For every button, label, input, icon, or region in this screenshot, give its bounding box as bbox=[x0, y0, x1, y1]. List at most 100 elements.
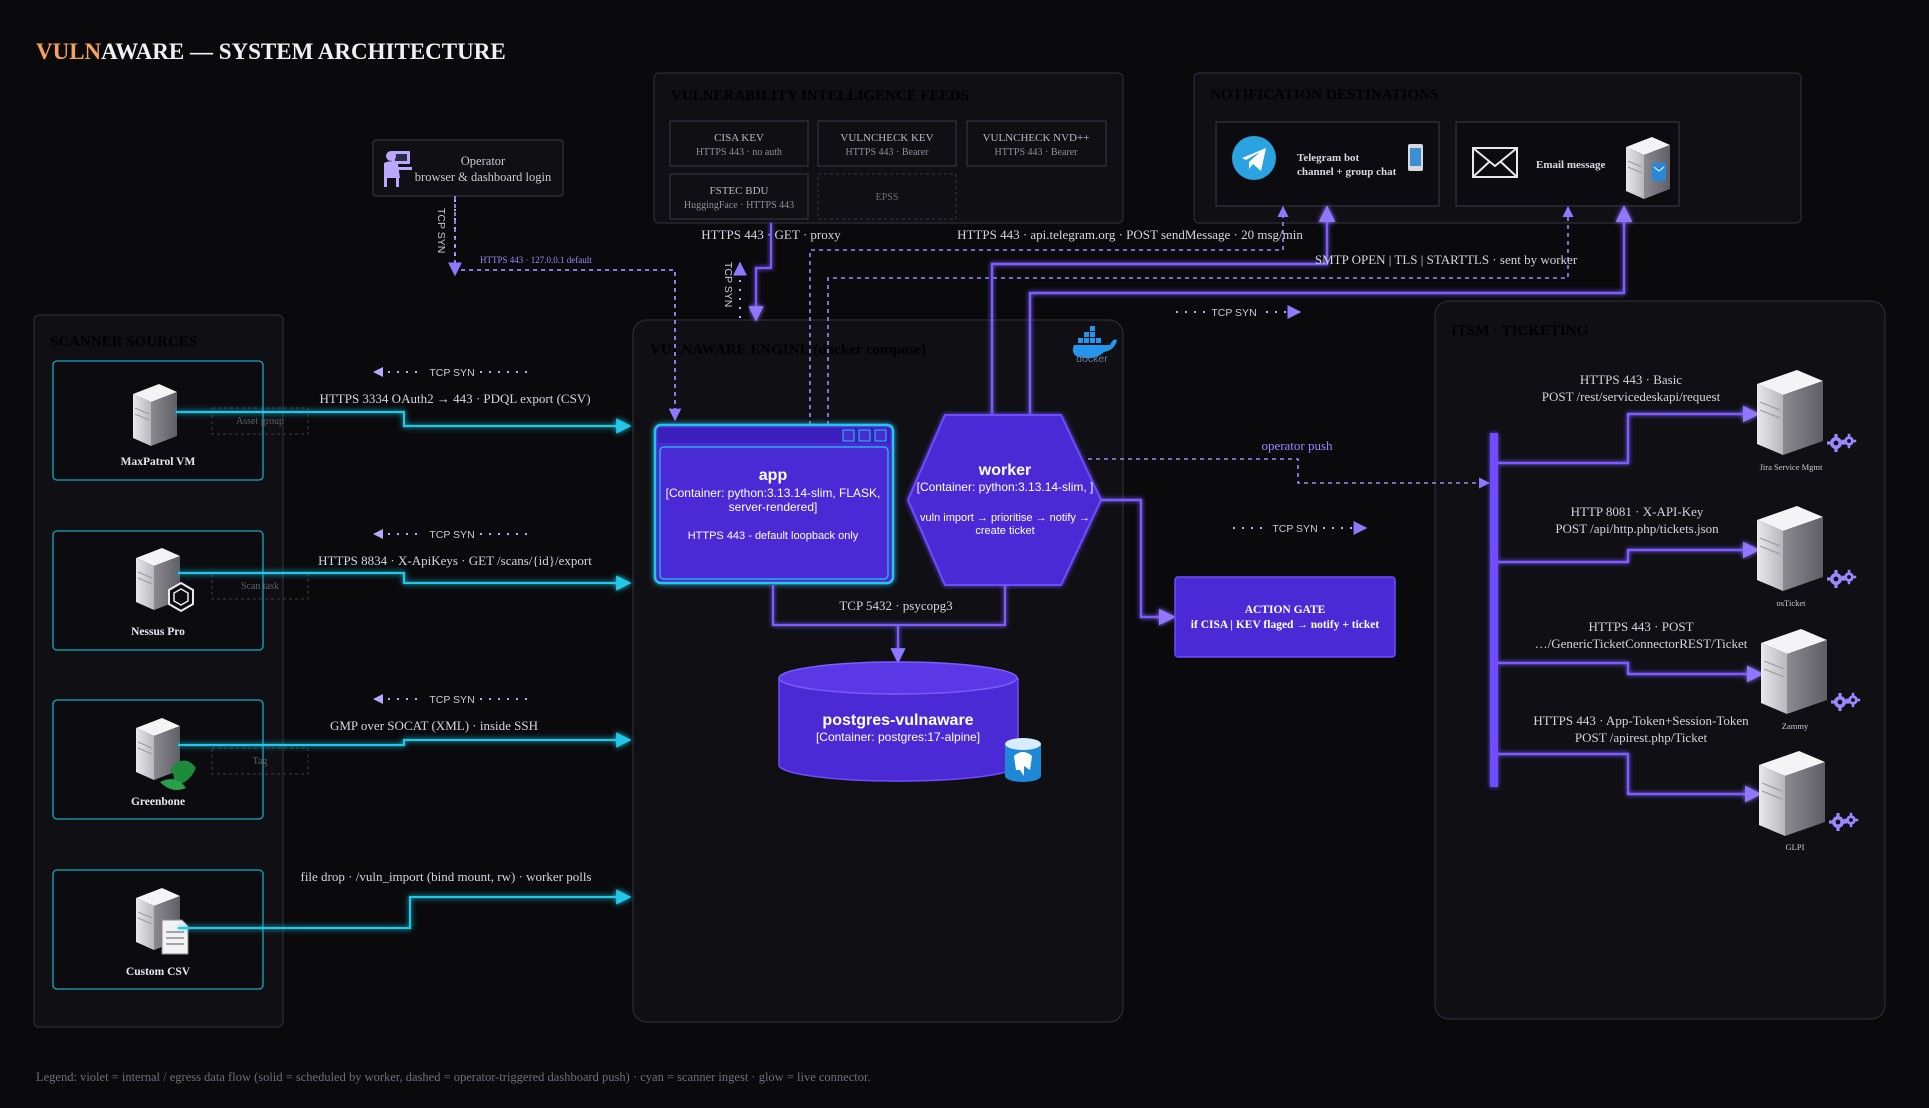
envelope-icon bbox=[1472, 147, 1518, 178]
tcp-syn-label: TCP SYN bbox=[429, 367, 474, 379]
scanner-custom-csv: Custom CSV bbox=[52, 869, 264, 990]
docker-icon: docker bbox=[1072, 326, 1117, 365]
svg-text:Scan task: Scan task bbox=[241, 581, 279, 592]
svg-text:POST /apirest.php/Ticket: POST /apirest.php/Ticket bbox=[1575, 730, 1708, 745]
ingest-label-nessus: HTTPS 8834 · X-ApiKeys · GET /scans/{id}… bbox=[318, 553, 592, 568]
action-gate: ACTION GATE if CISA | KEV flaged → notif… bbox=[1174, 576, 1396, 658]
telegram-link-label: HTTPS 443 · api.telegram.org · POST send… bbox=[957, 227, 1303, 242]
svg-text:HTTPS 443 · POST: HTTPS 443 · POST bbox=[1588, 619, 1693, 634]
itsm-glpi: GLPI bbox=[1758, 750, 1859, 852]
legend: Legend: violet = internal / egress data … bbox=[36, 1070, 871, 1084]
page-title: VULNAWARE — SYSTEM ARCHITECTURE bbox=[36, 39, 506, 64]
svg-text:Greenbone: Greenbone bbox=[131, 796, 185, 808]
svg-text:FSTEC BDU: FSTEC BDU bbox=[710, 185, 769, 197]
phone-icon bbox=[1408, 144, 1423, 171]
operator-node: Operator browser & dashboard login bbox=[372, 139, 564, 197]
email-destination: Email message bbox=[1455, 121, 1680, 207]
feeds-panel bbox=[653, 72, 1124, 224]
telegram-destination: Telegram bot channel + group chat bbox=[1215, 121, 1440, 207]
svg-text:MaxPatrol VM: MaxPatrol VM bbox=[121, 456, 196, 468]
itsm-line-zammy bbox=[1498, 661, 1764, 683]
greenbone-icon bbox=[160, 760, 196, 790]
app-telegram-dashed bbox=[809, 205, 1289, 425]
ingest-label-csv: file drop · /vuln_import (bind mount, rw… bbox=[300, 869, 591, 884]
ingest-label-maxpatrol: HTTPS 3334 OAuth2 → 443 · PDQL export (C… bbox=[319, 391, 590, 406]
operator-link-label: HTTPS 443 · 127.0.0.1 default bbox=[480, 255, 592, 265]
worker-telegram-line bbox=[990, 205, 1336, 415]
document-icon bbox=[161, 919, 189, 955]
notifications-title: NOTIFICATION DESTINATIONS bbox=[1210, 87, 1438, 103]
db-name: postgres-vulnaware bbox=[822, 712, 973, 729]
svg-text:HTTPS 443 · Bearer: HTTPS 443 · Bearer bbox=[994, 147, 1078, 158]
svg-text:GLPI: GLPI bbox=[1786, 842, 1805, 852]
nessus-icon bbox=[168, 581, 194, 613]
smtp-link-label: SMTP OPEN | TLS | STARTTLS · sent by wor… bbox=[1315, 252, 1578, 267]
operator-push-label: operator push bbox=[1261, 438, 1333, 453]
feed-vulncheck-kev: VULNCHECK KEV HTTPS 443 · Bearer bbox=[817, 120, 957, 167]
svg-text:…/GenericTicketConnectorREST/T: …/GenericTicketConnectorREST/Ticket bbox=[1535, 636, 1748, 651]
svg-text:channel + group chat: channel + group chat bbox=[1297, 166, 1397, 178]
worker-name: worker bbox=[978, 462, 1031, 479]
svg-text:if CISA | KEV flaged → notify: if CISA | KEV flaged → notify + ticket bbox=[1191, 619, 1380, 631]
feeds-title: VULNERABILITY INTELLIGENCE FEEDS bbox=[671, 88, 969, 104]
scanner-maxpatrol: MaxPatrol VM bbox=[52, 360, 264, 481]
worker-gate-line bbox=[1101, 498, 1176, 626]
svg-text:Tag: Tag bbox=[253, 756, 268, 767]
itsm-osticket: osTicket bbox=[1756, 505, 1857, 608]
app-note: HTTPS 443 - default loopback only bbox=[688, 530, 859, 542]
ingest-line-nessus bbox=[178, 571, 632, 591]
operator-push-line bbox=[1088, 458, 1491, 489]
svg-text:Email message: Email message bbox=[1536, 159, 1605, 171]
db-link-label: TCP 5432 · psycopg3 bbox=[839, 598, 952, 613]
feed-cisa-kev: CISA KEV HTTPS 443 · no auth bbox=[669, 120, 809, 167]
feeds-link-label: HTTPS 443 · GET · proxy bbox=[701, 227, 841, 242]
engine-title: VULNAWARE ENGINE (docker compose) bbox=[650, 342, 926, 358]
itsm-panel bbox=[1434, 300, 1886, 1020]
svg-text:Operator: Operator bbox=[461, 154, 506, 168]
operator-icon bbox=[384, 151, 412, 187]
scanner-tag: Tag bbox=[211, 747, 309, 775]
tcp-syn-label: TCP SYN bbox=[429, 694, 474, 706]
svg-text:HTTPS 443 · Basic: HTTPS 443 · Basic bbox=[1580, 372, 1682, 387]
itsm-bus bbox=[1490, 433, 1498, 787]
app-name: app bbox=[759, 467, 788, 484]
svg-text:CISA KEV: CISA KEV bbox=[714, 132, 764, 144]
svg-text:ACTION GATE: ACTION GATE bbox=[1245, 604, 1326, 616]
ingest-line-maxpatrol bbox=[176, 410, 632, 434]
postgres-icon bbox=[1005, 738, 1041, 782]
itsm-title: ITSM · TICKETING bbox=[1451, 323, 1589, 339]
server-icon bbox=[132, 383, 178, 447]
worker-email-line bbox=[1028, 205, 1633, 415]
svg-text:create ticket: create ticket bbox=[975, 525, 1034, 537]
itsm-jira: Jira Service Mgmt bbox=[1756, 369, 1857, 472]
scanners-panel bbox=[33, 314, 284, 1028]
svg-text:Telegram bot: Telegram bot bbox=[1297, 152, 1360, 164]
svg-text:Asset group: Asset group bbox=[236, 416, 284, 427]
app-container-line: [Container: python:3.13.14-slim, FLASK, bbox=[666, 486, 881, 500]
svg-text:EPSS: EPSS bbox=[876, 192, 899, 203]
scanner-greenbone: Greenbone bbox=[52, 699, 264, 820]
svg-text:POST /api/http.php/tickets.jso: POST /api/http.php/tickets.json bbox=[1555, 521, 1719, 536]
svg-text:docker: docker bbox=[1076, 353, 1108, 365]
server-icon bbox=[1756, 369, 1824, 456]
engine-tcp-label: TCP SYN bbox=[1211, 307, 1256, 319]
svg-text:Custom CSV: Custom CSV bbox=[126, 966, 191, 978]
server-icon bbox=[1758, 750, 1826, 837]
feed-epss: EPSS bbox=[817, 173, 957, 220]
ingest-line-greenbone bbox=[178, 732, 632, 748]
db-container-line: [Container: postgres:17-alpine] bbox=[816, 730, 980, 744]
svg-text:HTTPS 443 · App-Token+Session-: HTTPS 443 · App-Token+Session-Token bbox=[1533, 713, 1749, 728]
svg-text:HTTP 8081 · X-API-Key: HTTP 8081 · X-API-Key bbox=[1571, 504, 1704, 519]
feeds-link-line bbox=[748, 223, 773, 322]
svg-text:Zammy: Zammy bbox=[1782, 721, 1809, 731]
feeds-tcp-label: TCP SYN bbox=[722, 262, 734, 307]
server-icon bbox=[1760, 628, 1828, 715]
worker-container bbox=[906, 414, 1103, 586]
svg-text:HuggingFace · HTTPS 443: HuggingFace · HTTPS 443 bbox=[684, 200, 794, 211]
svg-text:browser & dashboard login: browser & dashboard login bbox=[415, 170, 552, 184]
operator-tcp-label: TCP SYN bbox=[435, 208, 447, 253]
ingest-label-greenbone: GMP over SOCAT (XML) · inside SSH bbox=[330, 718, 538, 733]
ingest-line-csv bbox=[178, 889, 632, 930]
worker-note: vuln import → prioritise → notify → bbox=[920, 512, 1090, 524]
svg-text:Nessus Pro: Nessus Pro bbox=[131, 626, 185, 638]
